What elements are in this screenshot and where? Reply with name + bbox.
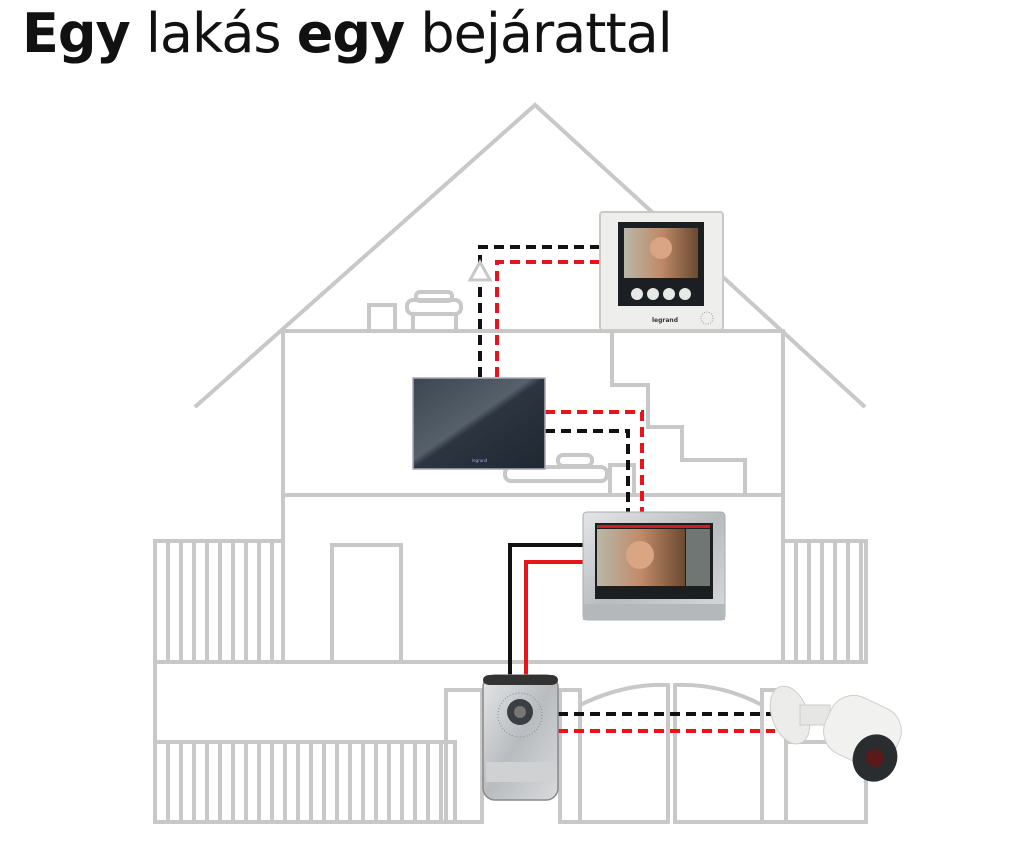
title-bold-1: Egy [22, 2, 131, 65]
side-table [608, 463, 636, 497]
monitor-buttons[interactable] [631, 288, 691, 300]
front-fence [153, 740, 457, 824]
right-fence-pickets [794, 541, 863, 662]
title-regular-1: lakás [129, 2, 297, 65]
sofa-cushion [556, 453, 594, 468]
door-entry-panel[interactable] [482, 674, 559, 801]
gate-post-mid [558, 688, 582, 824]
left-fence-pickets [166, 541, 274, 662]
gate-right-leaf [673, 682, 764, 824]
arrow-up-icon [467, 258, 493, 282]
monitor-side-menu[interactable] [686, 529, 710, 586]
wire-black-mid [545, 429, 630, 512]
brand-logo: legrand [652, 317, 678, 324]
chimney-1 [367, 303, 397, 333]
monitor-glass-panel[interactable]: legrand [412, 377, 546, 470]
wiring [467, 245, 775, 733]
wire-black-top [478, 245, 600, 380]
monitor-ground-floor[interactable] [582, 511, 726, 621]
call-button[interactable] [486, 762, 555, 782]
page-title: Egy lakás egy bejárattal [22, 2, 673, 65]
sofa [503, 465, 609, 483]
wire-black-solid [508, 543, 583, 677]
wire-red-top [495, 260, 600, 380]
wire-red-solid [524, 560, 583, 677]
brand-logo-small: legrand [472, 458, 488, 463]
roof [193, 102, 867, 409]
title-bold-2: egy [296, 2, 405, 65]
house-outline [153, 102, 868, 824]
front-fence-pickets [166, 742, 443, 822]
speaker-grille [700, 311, 714, 325]
title-regular-2: bejárattal [404, 2, 672, 65]
camera-ir-leds [866, 749, 884, 767]
gate-left-leaf [578, 682, 670, 824]
speaker-grille [497, 692, 543, 738]
cctv-camera[interactable] [763, 681, 910, 789]
staircase [610, 331, 747, 495]
chimney-2-cap [414, 290, 454, 303]
gate-post-left [444, 688, 484, 824]
wire-red-mid [545, 410, 644, 512]
right-fence-upper [781, 539, 868, 664]
door [330, 543, 403, 664]
chimney-2-base [411, 312, 458, 333]
monitor-upper-floor[interactable]: legrand [599, 211, 724, 331]
